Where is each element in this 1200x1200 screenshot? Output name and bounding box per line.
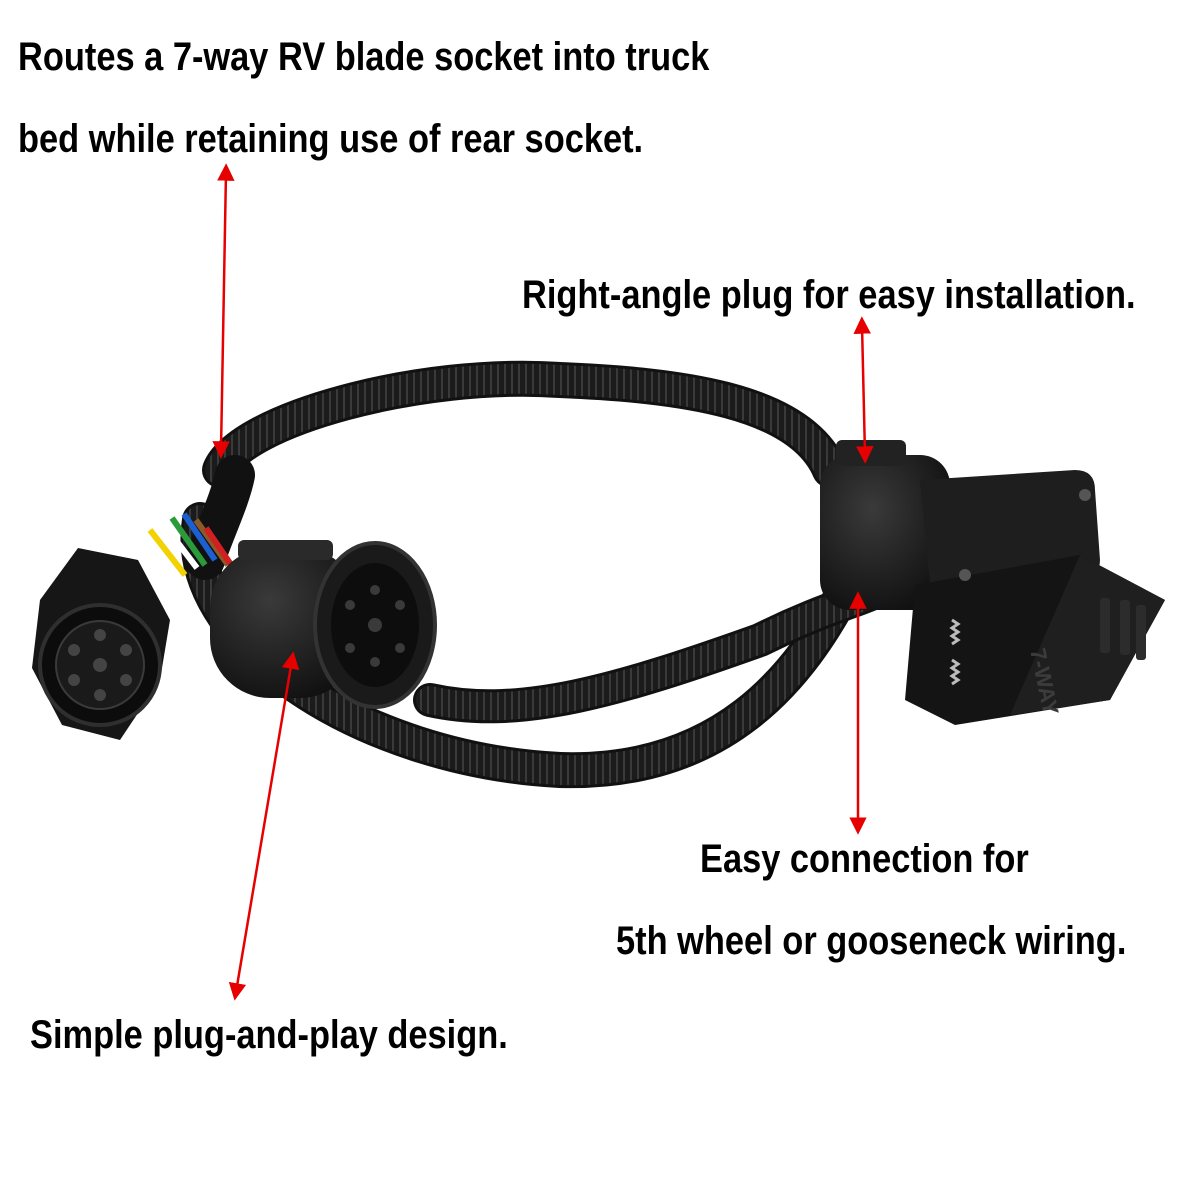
caption-right-angle-plug: Right-angle plug for easy installation. bbox=[522, 273, 1136, 317]
red-double-arrow-icon bbox=[212, 163, 874, 1001]
right-angle-7-way-socket: 7-WAY bbox=[820, 440, 1165, 725]
caption-easy-connection-line1: Easy connection for bbox=[700, 837, 1029, 881]
caption-easy-connection-line2: 5th wheel or gooseneck wiring. bbox=[616, 919, 1127, 963]
colored-wires bbox=[147, 512, 239, 577]
round-socket-connector bbox=[32, 548, 170, 740]
socket-spring-icon bbox=[949, 618, 961, 686]
caption-plug-and-play: Simple plug-and-play design. bbox=[30, 1013, 508, 1057]
caption-routes-line2: bed while retaining use of rear socket. bbox=[18, 117, 644, 161]
caption-routes-line1: Routes a 7-way RV blade socket into truc… bbox=[18, 35, 710, 79]
round-plug-connector bbox=[210, 540, 437, 709]
